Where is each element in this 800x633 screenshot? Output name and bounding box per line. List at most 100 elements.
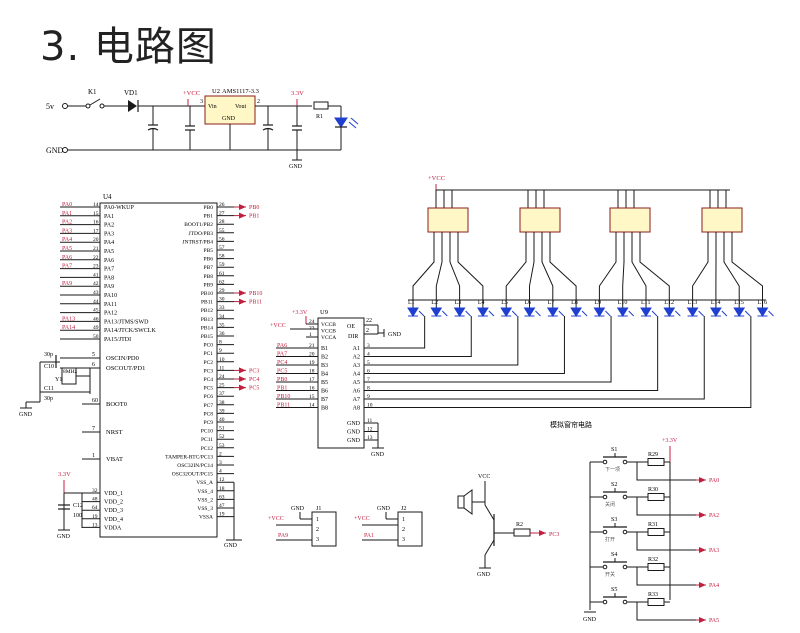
led-diode [733,307,746,317]
led-drive-wire [631,245,647,300]
svg-text:DIR: DIR [348,334,358,340]
led-diode [476,307,489,317]
buffer-pin-number: 24 [309,319,315,325]
mcu-pin-number: 19 [92,514,98,520]
mcu-pin-name: PB6 [204,257,214,263]
mcu-pin-name: PC4 [204,377,214,383]
svg-text:GND: GND [377,506,391,512]
buffer-pin-number: 9 [367,394,370,400]
svg-text:1: 1 [92,453,95,459]
mcu-pin-number: 41 [93,272,99,278]
buffer-pin-number: 15 [309,394,315,400]
led-ray [558,310,565,317]
mcu-pin-name: PB14 [201,325,213,331]
key-net-wire [636,532,696,551]
svg-text:OE: OE [347,324,355,330]
mcu-pin-number: 21 [93,246,99,252]
led-label: L5 [501,300,508,306]
led-drive-wire [505,245,527,300]
key-net-wire [636,497,696,516]
svg-text:2: 2 [257,99,260,105]
mcu-pin-name: PA12 [104,311,117,317]
led-ray [698,310,704,317]
mcu-pin-name: PB0 [204,205,214,211]
led-ray [768,310,774,317]
led-drive-wire [598,245,617,300]
mcu-pin-name: PA0-WKUP [104,205,134,211]
led-label: L11 [641,300,650,306]
buffer-pin-number: 7 [367,377,370,383]
key-resistor [647,493,665,501]
svg-text:3: 3 [200,99,203,105]
mcu-pin-number: 32 [92,488,98,494]
led-drive-wire [549,245,577,300]
mcu-pin-number: 39 [219,408,225,414]
svg-text:PA9: PA9 [278,533,288,539]
mcu-pin-name: PC0 [204,343,214,349]
mcu-pin-number: 44 [93,299,99,305]
svg-text:R2: R2 [516,522,523,528]
svg-text:C11: C11 [44,386,54,392]
svg-text:VD1: VD1 [124,89,138,97]
buffer-pin-number: 3 [367,343,370,349]
led-cathode-wire [380,316,519,366]
buffer-pin-number: 16 [309,386,315,392]
buffer-pin-name: B8 [321,406,328,412]
svg-text:PA1: PA1 [364,533,374,539]
mcu-pin-number: 4 [219,469,222,475]
mcu-pin-number: 42 [93,281,99,287]
led-ray [511,310,518,317]
buffer-pin-number: 10 [367,403,373,409]
net-label: PA9 [62,281,72,287]
net-label: PA6 [62,255,72,261]
buffer-pin-name: B6 [321,389,328,395]
mcu-pin-number: 33 [219,305,225,311]
mcu-pin-number: 38 [219,400,225,406]
net-label: PA6 [277,343,287,349]
key-contact [622,599,628,605]
key-net-wire [636,462,696,481]
svg-text:U2: U2 [212,88,220,95]
mcu-pin-number: 16 [93,220,99,226]
svg-text:3: 3 [402,537,405,543]
svg-text:GND: GND [371,452,385,458]
buffer-pin-number: 12 [367,427,373,433]
svg-text:Vout: Vout [235,104,247,110]
mcu-pin-number: 23 [93,264,99,270]
svg-text:2: 2 [316,527,319,533]
svg-text:GND: GND [222,116,236,122]
mcu-pin-number: 30 [219,297,225,303]
mcu-pin-name: PA14/JTCK/SWCLK [104,328,156,334]
led-ray [465,310,471,317]
key-net-wire [636,567,696,586]
svg-text:GND: GND [57,534,71,540]
mcu-pin-name: PB7 [204,265,214,271]
mcu-pin-number: 34 [219,314,225,320]
led-groups [427,190,743,245]
buffer-pin-number: 6 [367,369,370,375]
svg-text:K1: K1 [88,88,97,96]
svg-text:PC3: PC3 [549,532,559,538]
mcu-pin-name: PA7 [104,267,114,273]
switch-k1 [89,98,101,106]
key-resistor [647,528,665,536]
mcu-pin-number: 48 [92,497,98,503]
led-cathode-wire [380,316,659,391]
buffer-pin-name: A6 [353,389,360,395]
key-net-wire [636,602,696,621]
svg-text:AMS1117-3.3: AMS1117-3.3 [222,88,259,95]
led-array: +VCC [428,175,730,191]
mcu-pin-number: 53 [219,443,225,449]
net-label: PA4 [62,237,72,243]
mcu-pin-name: VDD_1 [104,491,123,497]
led-ray [721,310,728,317]
mcu-pin-number: 64 [92,505,98,511]
buffer-pin-number: 11 [367,418,373,424]
svg-text:U4: U4 [103,193,112,201]
led-wires [380,245,763,408]
net-label: PA1 [62,211,72,217]
